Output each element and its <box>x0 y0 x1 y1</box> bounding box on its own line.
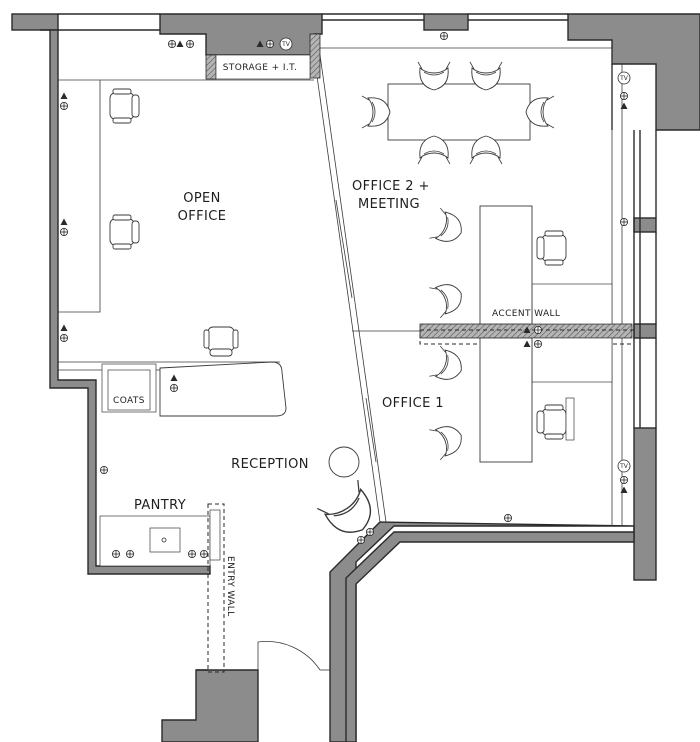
open-office-chair-2 <box>109 214 140 250</box>
tv-label-meeting: TV <box>619 75 629 82</box>
open-office-chair-1 <box>109 88 140 124</box>
office-1-guest-chair-1 <box>428 345 468 387</box>
office-2-guest-chair-2 <box>428 277 468 319</box>
label-open-office-line-1: OPEN <box>183 191 221 206</box>
office-1-guest-chair-2 <box>428 419 468 461</box>
storage-hatch-right <box>309 33 321 79</box>
reception-desk <box>159 361 287 417</box>
office-2-desk-chair <box>536 230 567 266</box>
label-accent-wall: ACCENT WALL <box>492 309 560 319</box>
furniture <box>101 33 575 545</box>
office-1-desk-chair <box>536 404 567 440</box>
label-coats: COATS <box>113 396 145 406</box>
tv-symbol-meeting: TV <box>617 71 631 85</box>
label-open-office-line-2: OFFICE <box>178 209 227 224</box>
storage-hatch-left <box>205 54 217 80</box>
label-storage: STORAGE + I.T. <box>223 63 298 73</box>
reception-chair <box>203 326 239 357</box>
meeting-chair-5 <box>361 95 391 129</box>
tv-symbol-storage: TV <box>279 37 293 51</box>
label-office-2-line-2: MEETING <box>358 197 420 212</box>
label-office-1: OFFICE 1 <box>382 396 444 411</box>
label-pantry: PANTRY <box>134 498 186 513</box>
office-1-desk <box>479 337 533 463</box>
label-office-2-line-1: OFFICE 2 + <box>352 179 430 194</box>
exterior-walls <box>11 13 700 742</box>
tv-label-office-1: TV <box>619 463 629 470</box>
label-reception: RECEPTION <box>231 457 309 472</box>
tv-label-storage: TV <box>281 41 291 48</box>
office-2-guest-chair-1 <box>428 207 468 249</box>
label-entry-wall: ENTRY WALL <box>225 556 235 617</box>
office-2-desk <box>479 205 533 325</box>
room-labels: OPEN OFFICE OFFICE 2 + MEETING STORAGE +… <box>113 63 560 617</box>
tv-symbol-office-1: TV <box>617 459 631 473</box>
meeting-table <box>387 83 531 141</box>
reception-side-table <box>328 446 360 478</box>
